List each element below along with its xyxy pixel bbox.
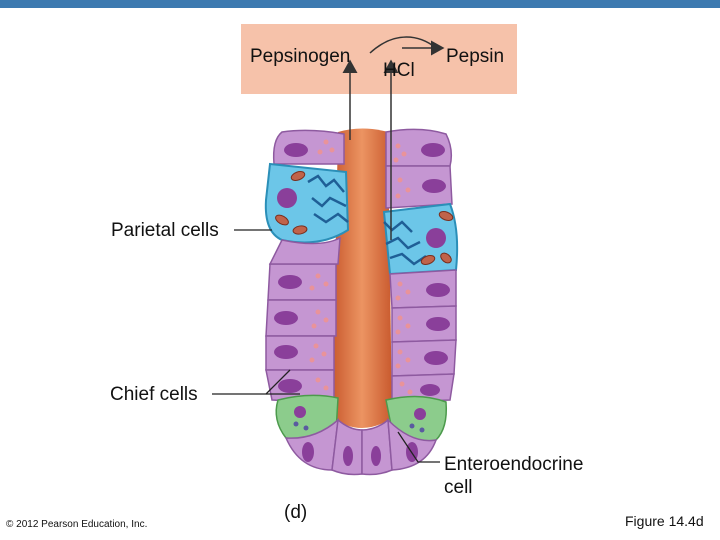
copyright-text: © 2012 Pearson Education, Inc. [6,519,148,530]
nucleus [343,446,353,466]
enteroendocrine-label: Enteroendocrine [444,454,584,475]
left-cell-column [264,129,350,444]
panel-label: (d) [284,502,308,523]
reaction-box [241,24,517,94]
nucleus [274,345,298,359]
nucleus [426,283,450,297]
nucleus [278,275,302,289]
nucleus [424,351,448,365]
pepsinogen-label: Pepsinogen [250,46,351,67]
parietal-nucleus [426,228,446,248]
nucleus [274,311,298,325]
enteroendocrine-nucleus [294,406,306,418]
nucleus [422,179,446,193]
granules [293,139,425,433]
chief-cell [268,236,341,265]
nucleus [426,317,450,331]
nucleus [278,379,302,393]
canaliculi [307,174,427,266]
enteroendocrine-label-line2: cell [444,477,473,498]
chief-cell [272,129,345,165]
chief-cell [265,299,337,337]
parietal-nucleus [277,188,297,208]
chief-cell [385,165,453,209]
mitochondria [275,171,454,265]
chief-cells-label: Chief cells [110,384,198,405]
top-bar [0,0,720,8]
nucleus [371,446,381,466]
hcl-label: HCl [383,60,415,81]
nucleus [420,384,440,396]
nucleus [421,143,445,157]
figure-number: Figure 14.4d [625,513,704,529]
secretion-arrows [342,59,399,240]
parietal-cells-label: Parietal cells [111,220,219,241]
enteroendocrine-nucleus [414,408,426,420]
right-cell-column [382,128,459,443]
pepsin-label: Pepsin [446,46,505,67]
nucleus [302,442,314,462]
nucleus [284,143,308,157]
entero-leader [397,431,440,463]
leader-lines [212,229,440,463]
